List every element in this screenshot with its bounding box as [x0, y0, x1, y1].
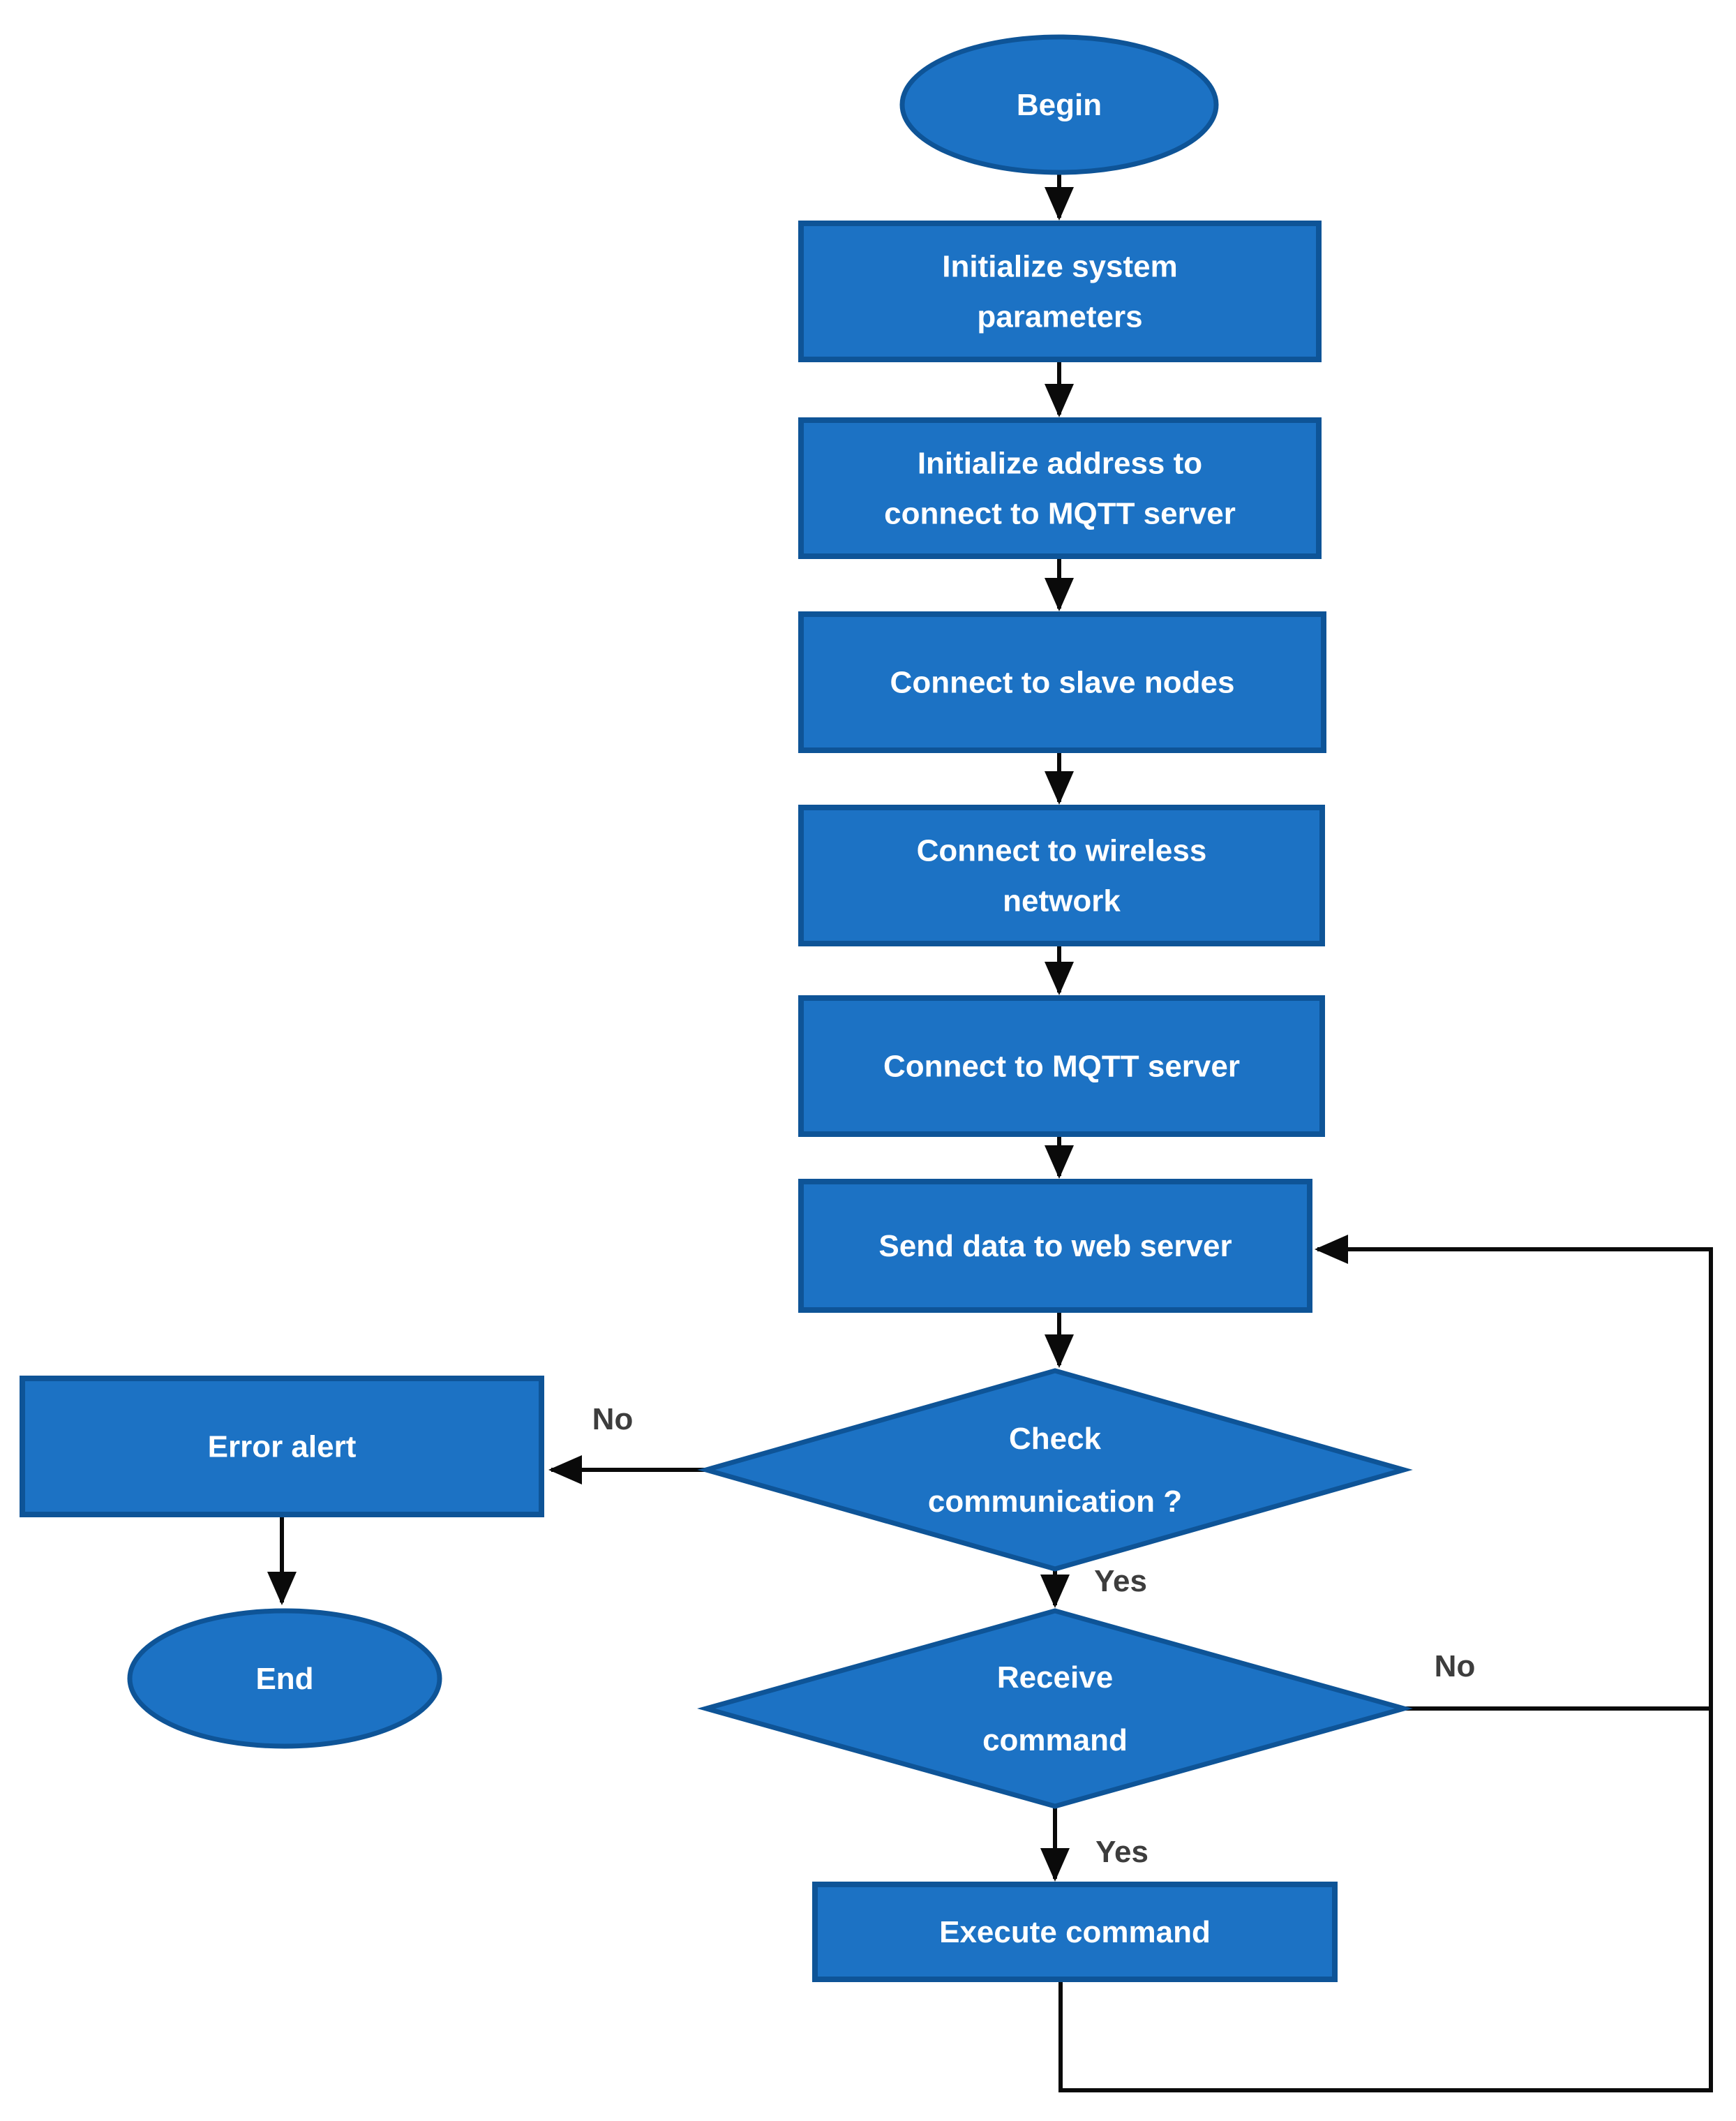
check-communication-shape — [697, 1368, 1413, 1572]
init-system-params-label-line-1: Initialize system — [942, 250, 1177, 284]
node-connect-slave-nodes: Connect to slave nodes — [798, 611, 1326, 753]
edge-label-check-comm-yes: Yes — [1094, 1564, 1147, 1598]
receive-command-label-line-2: command — [982, 1723, 1128, 1757]
connect-wireless-label-line-2: network — [1003, 884, 1121, 918]
init-system-params-label-line-2: parameters — [977, 300, 1142, 334]
check-communication-label-line-1: Check — [1009, 1422, 1102, 1456]
execute-command-label-line-1: Execute command — [939, 1915, 1211, 1949]
end-label-line-1: End — [255, 1662, 313, 1696]
begin-shape — [899, 34, 1219, 175]
end-shape — [127, 1608, 442, 1749]
edge-label-receive-cmd-no: No — [1435, 1649, 1476, 1683]
check-communication-label-line-2: communication ? — [928, 1484, 1182, 1519]
node-error-alert: Error alert — [20, 1376, 544, 1517]
node-init-address-mqtt: Initialize address to connect to MQTT ser… — [798, 417, 1322, 559]
connect-mqtt-server-shape — [798, 995, 1325, 1137]
node-check-communication: Check communication ? — [697, 1368, 1413, 1572]
receive-command-label-line-1: Receive — [997, 1660, 1113, 1695]
connect-slave-nodes-shape — [798, 611, 1326, 753]
error-alert-shape — [20, 1376, 544, 1517]
connect-mqtt-server-label-line-1: Connect to MQTT server — [883, 1050, 1240, 1084]
init-system-params-shape — [798, 221, 1322, 362]
edge-label-receive-cmd-yes: Yes — [1095, 1835, 1148, 1869]
node-send-data-web-server: Send data to web server — [798, 1179, 1312, 1313]
node-execute-command: Execute command — [812, 1882, 1338, 1982]
init-address-mqtt-label-line-2: connect to MQTT server — [884, 497, 1236, 531]
edge-label-check-comm-no: No — [592, 1402, 634, 1436]
init-address-mqtt-label-line-1: Initialize address to — [918, 447, 1202, 481]
send-data-web-server-shape — [798, 1179, 1312, 1313]
send-data-web-server-label-line-1: Send data to web server — [878, 1229, 1232, 1263]
connect-wireless-label-line-1: Connect to wireless — [917, 834, 1207, 868]
begin-label-line-1: Begin — [1017, 88, 1102, 122]
node-init-system-params: Initialize system parameters — [798, 221, 1322, 362]
node-begin: Begin — [899, 34, 1219, 175]
node-connect-wireless: Connect to wireless network — [798, 805, 1325, 946]
receive-command-shape — [697, 1608, 1413, 1809]
error-alert-label-line-1: Error alert — [208, 1430, 357, 1464]
connect-wireless-shape — [798, 805, 1325, 946]
node-connect-mqtt-server: Connect to MQTT server — [798, 995, 1325, 1137]
execute-command-shape — [812, 1882, 1338, 1982]
node-end: End — [127, 1608, 442, 1749]
node-receive-command: Receive command — [697, 1608, 1413, 1809]
connect-slave-nodes-label-line-1: Connect to slave nodes — [890, 666, 1235, 700]
edge-execute-loop-to-send-data — [1058, 1235, 1713, 2092]
init-address-mqtt-shape — [798, 417, 1322, 559]
